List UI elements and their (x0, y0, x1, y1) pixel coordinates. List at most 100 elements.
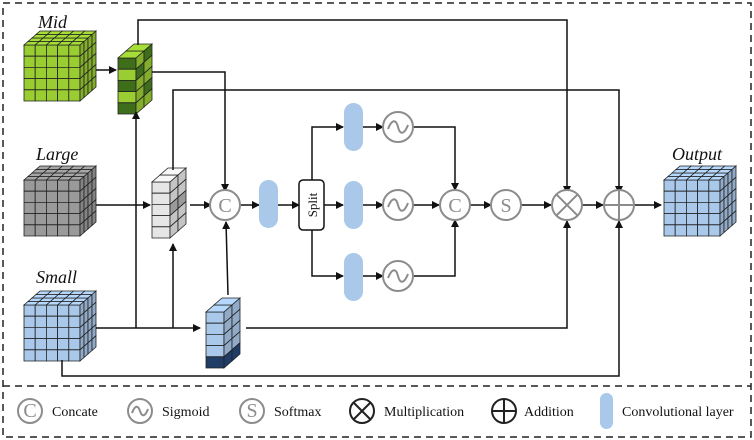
cube-cell (91, 334, 97, 352)
cube-cell (674, 213, 687, 226)
svg-text:C: C (218, 195, 231, 217)
cube-cell (23, 67, 36, 79)
cube-cell (34, 326, 47, 340)
cube-cell (46, 55, 58, 68)
mid-cube (22, 30, 98, 102)
cube-cell (686, 179, 698, 192)
cube-cell (46, 190, 58, 203)
cube-cell (674, 224, 687, 237)
cube-cell (177, 211, 187, 232)
cube-cell (68, 44, 81, 57)
cube-cell (46, 349, 58, 362)
legend-softmax-icon: S (239, 398, 265, 424)
edge-split-bottom (311, 230, 344, 280)
cube-cell (663, 224, 676, 237)
sigmoid-operator-bottom (382, 260, 414, 292)
cube-cell (68, 89, 81, 102)
cube-cell (686, 224, 698, 237)
cube-cell (674, 201, 687, 215)
cube-cell (231, 341, 241, 362)
cube-cell (91, 74, 97, 92)
cube-cell (23, 201, 36, 215)
cube-cell (34, 224, 47, 237)
cube-cell (205, 322, 225, 335)
cube-cell (68, 326, 81, 340)
cube-cell (205, 333, 225, 347)
cube-cell (151, 215, 171, 228)
cube-cell (68, 179, 81, 192)
cube-cell (57, 67, 70, 79)
cube-cell (117, 80, 137, 92)
cube-cell (34, 349, 47, 362)
addition-operator (603, 189, 635, 221)
legend-concat-icon: C (17, 398, 43, 424)
cube-cell (663, 201, 676, 215)
cube-cell (686, 190, 698, 203)
cube-cell (117, 102, 137, 115)
conv-layer-bottom (344, 253, 363, 301)
cube-cell (34, 338, 47, 351)
legend-conv-label: Convolutional layer (622, 405, 734, 420)
cube-cell (143, 87, 153, 108)
cube-cell (34, 315, 47, 328)
cube-cell (205, 311, 225, 324)
cube-cell (46, 315, 58, 328)
cube-cell (57, 304, 70, 317)
cube-cell (23, 190, 36, 203)
cube-cell (46, 304, 58, 317)
cube-cell (663, 213, 676, 226)
cube-cell (205, 345, 225, 358)
mid-feature-slab (116, 43, 154, 115)
cube-cell (23, 78, 36, 91)
cube-cell (23, 349, 36, 362)
mid-label: Mid (37, 12, 68, 32)
small-label: Small (36, 267, 77, 287)
cube-cell (91, 209, 97, 227)
cube-cell (205, 356, 225, 369)
cube-cell (57, 44, 70, 57)
cube-cell (46, 326, 58, 340)
cube-cell (674, 179, 687, 192)
cube-cell (686, 213, 698, 226)
cube-cell (23, 224, 36, 237)
legend-concat-label: Concate (52, 405, 98, 420)
cube-cell (68, 224, 81, 237)
output-label: Output (672, 144, 723, 164)
cube-cell (57, 78, 70, 91)
cube-cell (708, 190, 721, 203)
cube-cell (34, 78, 47, 91)
sigmoid-operator-top (382, 111, 414, 143)
cube-cell (46, 201, 58, 215)
cube-cell (151, 226, 171, 239)
cube-cell (23, 326, 36, 340)
cube-cell (663, 190, 676, 203)
cube-cell (68, 67, 81, 79)
edge-small-to-mult (246, 220, 571, 329)
cube-cell (663, 179, 676, 192)
cube-cell (34, 179, 47, 192)
edge-mid-to-concat (152, 71, 229, 192)
svg-text:C: C (23, 400, 36, 422)
cube-cell (708, 224, 721, 237)
svg-text:S: S (246, 400, 257, 422)
conv-layer-mid (344, 181, 363, 229)
cube-cell (117, 91, 137, 104)
cube-cell (686, 201, 698, 215)
large-feature-slab (150, 167, 188, 239)
cube-cell (57, 179, 70, 192)
legend-sigmoid-icon (127, 398, 153, 424)
cube-cell (57, 190, 70, 203)
legend-addition-icon (491, 398, 517, 424)
concat-operator-1: C (209, 189, 241, 221)
cube-cell (151, 192, 171, 205)
cube-cell (68, 338, 81, 351)
legend-sigmoid-label: Sigmoid (162, 405, 209, 420)
edge-small-slab-to-concat (222, 221, 231, 296)
cube-cell (68, 304, 81, 317)
cube-cell (697, 213, 710, 226)
cube-cell (68, 315, 81, 328)
split-node: Split (298, 179, 325, 231)
svg-text:S: S (500, 195, 511, 217)
cube-cell (46, 213, 58, 226)
